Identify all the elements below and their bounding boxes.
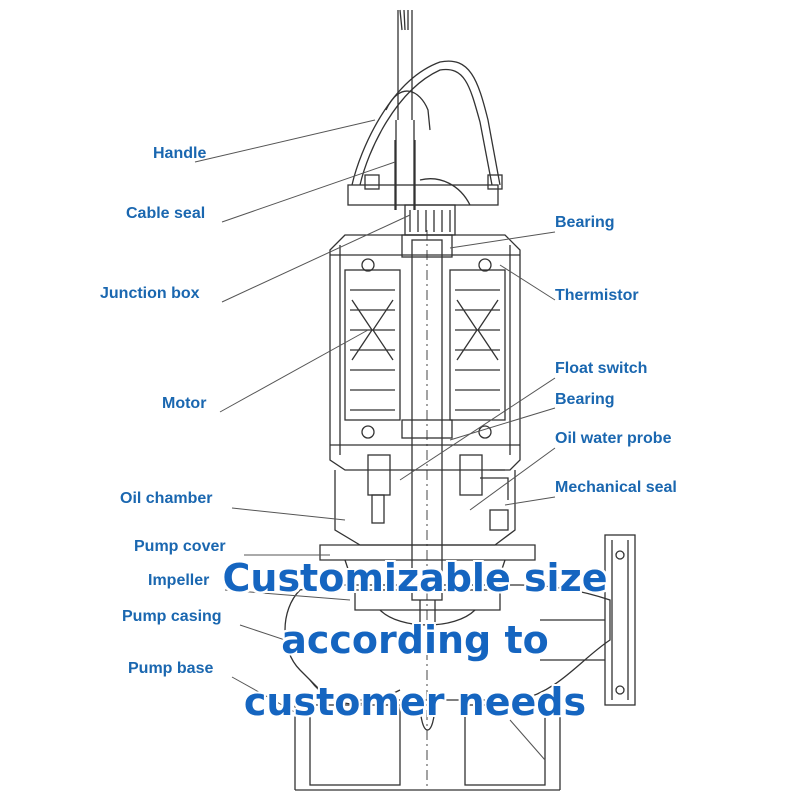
leader-cable-seal [221,161,396,223]
leader-motor [219,329,369,413]
label-thermistor: Thermistor [555,287,639,304]
leader-oil-chamber [231,507,346,521]
top-cap-drawing [347,140,503,236]
overlay-line-2: according to [281,618,549,662]
label-oil-chamber: Oil chamber [120,490,213,507]
power-cable [395,9,415,210]
label-float-switch: Float switch [555,360,648,377]
shaft-drawing [401,230,453,790]
oil-chamber-drawing [334,454,516,546]
label-bearing-top: Bearing [555,214,615,231]
overlay-line-1: Customizable size [222,556,608,600]
leader-lines [194,119,556,761]
label-oil-water-probe: Oil water probe [555,430,672,447]
label-mechanical-seal: Mechanical seal [555,479,677,496]
motor-housing-drawing [329,234,521,471]
leader-handle [194,119,376,163]
label-bearing-bottom: Bearing [555,391,615,408]
label-pump-casing: Pump casing [122,608,222,625]
label-handle: Handle [153,145,207,162]
leader-junction-box [221,214,411,303]
leader-pump-base [231,676,301,716]
leader-float-switch [399,377,556,481]
leader-bearing-top [449,231,556,249]
pump-base-drawing [294,699,561,791]
leader-base-right [509,719,546,761]
leader-thermistor [499,264,556,301]
label-impeller: Impeller [148,572,210,589]
label-pump-cover: Pump cover [134,538,226,555]
leader-bearing-bottom [449,407,556,441]
label-cable-seal: Cable seal [126,205,206,222]
label-pump-base: Pump base [128,660,214,677]
leader-pump-casing [239,624,301,646]
handle-drawing [351,60,501,186]
pump-casing-drawing [284,584,611,705]
leader-impeller [224,589,351,601]
label-junction-box: Junction box [100,285,200,302]
overlay-line-3: customer needs [243,680,587,724]
outlet-flange-drawing [540,534,636,706]
label-motor: Motor [162,395,207,412]
leader-mechanical-seal [504,496,556,506]
leader-oil-water-probe [469,447,556,511]
